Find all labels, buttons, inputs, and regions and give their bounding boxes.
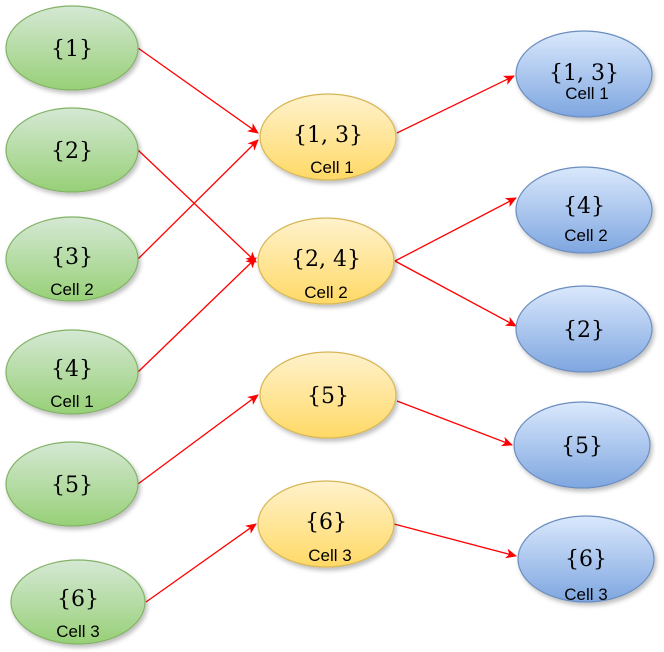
edge-left5-to-mid5 bbox=[137, 394, 259, 485]
node-cell-label: Cell 3 bbox=[56, 622, 99, 641]
node-set-label: {5} bbox=[307, 384, 349, 409]
node-set-label: {5} bbox=[561, 434, 603, 459]
node-set-label: {1} bbox=[51, 37, 93, 62]
node-cell-label: Cell 1 bbox=[565, 84, 608, 103]
node-set-label: {5} bbox=[51, 473, 93, 498]
left-column: {1} {2} {3} Cell 2 {4} Cell 1 {5} {6} Ce… bbox=[5, 5, 146, 645]
node-cell-label: Cell 3 bbox=[564, 585, 607, 604]
right-node-5[interactable]: {5} bbox=[513, 401, 651, 489]
right-node-6[interactable]: {6} Cell 3 bbox=[517, 515, 655, 604]
middle-node-6[interactable]: {6} Cell 3 bbox=[257, 480, 395, 568]
middle-node-5[interactable]: {5} bbox=[259, 351, 397, 439]
middle-node-1-3[interactable]: {1, 3} Cell 1 bbox=[259, 93, 397, 181]
edge-mid6-to-right6 bbox=[393, 523, 517, 559]
node-cell-label: Cell 2 bbox=[304, 283, 347, 302]
node-set-label: {1, 3} bbox=[549, 61, 619, 86]
node-set-label: {6} bbox=[305, 510, 347, 535]
node-set-label: {4} bbox=[563, 194, 605, 219]
edge-left1-to-mid13 bbox=[137, 47, 259, 134]
edge-mid5-to-right5 bbox=[396, 400, 513, 447]
middle-node-2-4[interactable]: {2, 4} Cell 2 bbox=[257, 217, 395, 305]
edge-mid24-to-right2 bbox=[394, 260, 517, 327]
edge-left4-to-mid24 bbox=[137, 257, 257, 373]
node-cell-label: Cell 3 bbox=[308, 546, 351, 565]
middle-column: {1, 3} Cell 1 {2, 4} Cell 2 {5} {6} Cell… bbox=[257, 93, 397, 568]
node-cell-label: Cell 2 bbox=[50, 280, 93, 299]
left-node-6[interactable]: {6} Cell 3 bbox=[10, 559, 146, 645]
right-node-1-3[interactable]: {1, 3} Cell 1 bbox=[515, 30, 653, 118]
node-set-label: {2} bbox=[51, 139, 93, 164]
node-set-label: {6} bbox=[565, 547, 607, 572]
edge-left2-to-mid24 bbox=[137, 149, 257, 263]
node-set-label: {3} bbox=[51, 245, 93, 270]
node-set-label: {4} bbox=[51, 357, 93, 382]
node-set-label: {2, 4} bbox=[291, 247, 361, 272]
node-cell-label: Cell 1 bbox=[50, 392, 93, 411]
edge-mid13-to-right13 bbox=[396, 75, 515, 134]
left-node-1[interactable]: {1} bbox=[5, 5, 139, 91]
left-node-3[interactable]: {3} Cell 2 bbox=[5, 216, 139, 302]
right-column: {1, 3} Cell 1 {4} Cell 2 {2} {5} {6} Cel… bbox=[513, 30, 655, 604]
left-node-4[interactable]: {4} Cell 1 bbox=[5, 329, 139, 415]
left-node-2[interactable]: {2} bbox=[5, 107, 139, 193]
right-node-2[interactable]: {2} bbox=[515, 285, 653, 373]
node-set-label: {1, 3} bbox=[293, 123, 363, 148]
node-cell-label: Cell 1 bbox=[310, 158, 353, 177]
edges bbox=[137, 47, 517, 603]
edge-left6-to-mid6 bbox=[145, 523, 257, 603]
right-node-4[interactable]: {4} Cell 2 bbox=[515, 166, 653, 254]
node-cell-label: Cell 2 bbox=[564, 226, 607, 245]
node-set-label: {2} bbox=[563, 318, 605, 343]
edge-left3-to-mid13 bbox=[137, 139, 259, 260]
left-node-5[interactable]: {5} bbox=[5, 441, 139, 527]
edge-mid24-to-right4 bbox=[394, 197, 517, 262]
node-set-label: {6} bbox=[57, 587, 99, 612]
